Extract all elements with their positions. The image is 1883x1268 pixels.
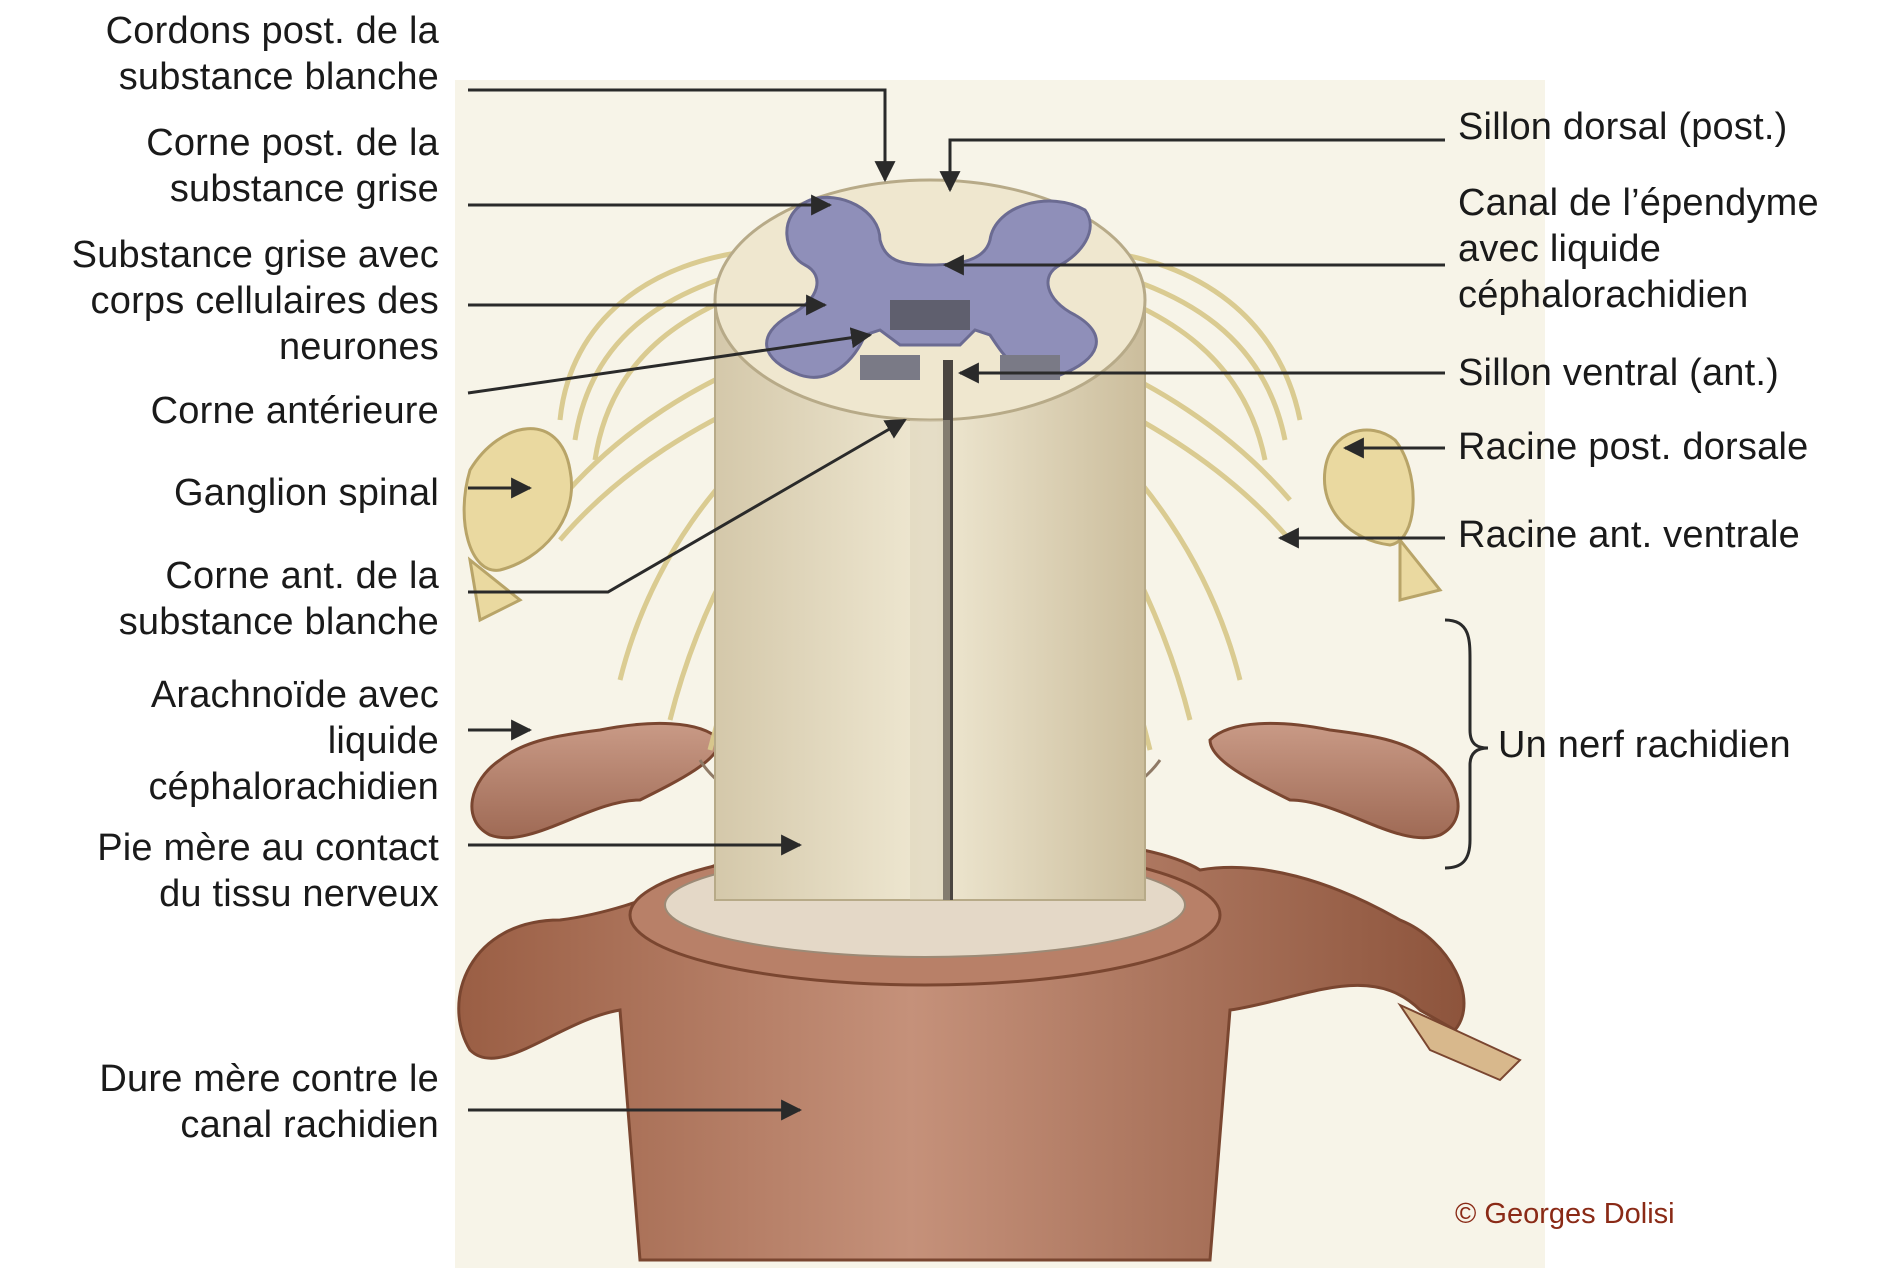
- label-substance-grise: Substance grise avec corps cellulaires d…: [72, 232, 439, 370]
- label-racine-post: Racine post. dorsale: [1458, 424, 1808, 470]
- label-arachnoide: Arachnoïde avec liquide céphalorachidien: [148, 672, 439, 810]
- copyright-credit: © Georges Dolisi: [1455, 1198, 1675, 1231]
- label-ganglion-spinal: Ganglion spinal: [174, 470, 439, 516]
- label-corne-ant-blanche: Corne ant. de la substance blanche: [119, 553, 439, 645]
- label-cordons-post: Cordons post. de la substance blanche: [106, 8, 439, 100]
- label-canal-ependyme: Canal de l’épendyme avec liquide céphalo…: [1458, 180, 1819, 318]
- label-racine-ant: Racine ant. ventrale: [1458, 512, 1800, 558]
- label-nerf-rachidien: Un nerf rachidien: [1498, 722, 1791, 768]
- label-dure-mere: Dure mère contre le canal rachidien: [99, 1056, 439, 1148]
- label-corne-post: Corne post. de la substance grise: [146, 120, 439, 212]
- label-pie-mere: Pie mère au contact du tissu nerveux: [97, 825, 439, 917]
- label-corne-anterieure: Corne antérieure: [151, 388, 439, 434]
- label-sillon-ventral: Sillon ventral (ant.): [1458, 350, 1779, 396]
- label-sillon-dorsal: Sillon dorsal (post.): [1458, 104, 1787, 150]
